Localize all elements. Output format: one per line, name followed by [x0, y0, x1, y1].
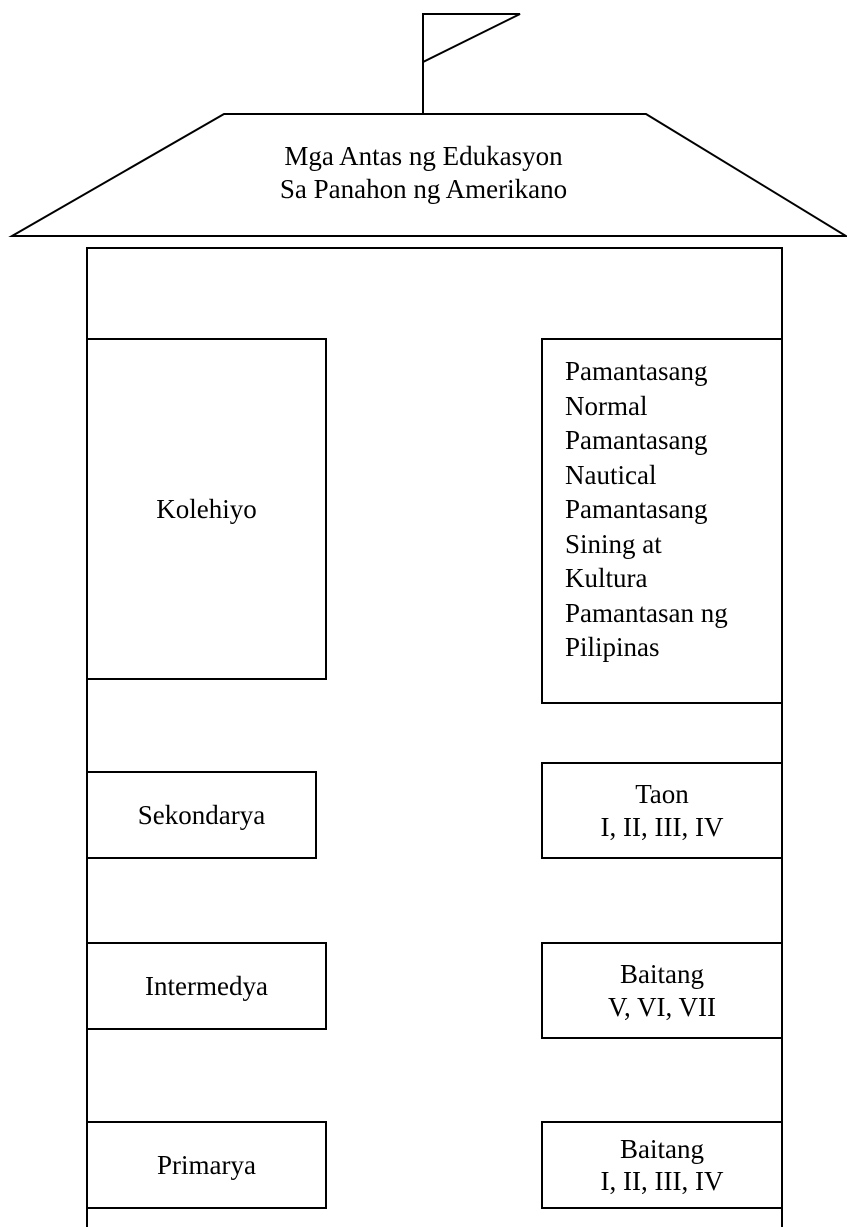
level-sekondarya-label: Sekondarya	[137, 799, 266, 830]
detail-kolehiyo-line: Nautical	[565, 459, 657, 490]
title-line-2: Sa Panahon ng Amerikano	[279, 174, 568, 205]
detail-kolehiyo-line: Pamantasang	[565, 494, 708, 525]
level-sekondarya-box: Sekondarya	[86, 771, 317, 859]
detail-primarya-line: Baitang	[620, 1133, 704, 1164]
detail-kolehiyo-line: Pamantasan ng	[565, 597, 728, 628]
level-kolehiyo-label: Kolehiyo	[156, 493, 257, 524]
level-intermedya-label: Intermedya	[145, 970, 268, 1001]
detail-kolehiyo-line: Sining at	[565, 528, 662, 559]
detail-kolehiyo-line: Pilipinas	[565, 632, 660, 663]
detail-kolehiyo-box: Pamantasang Normal Pamantasang Nautical …	[541, 338, 783, 704]
detail-sekondarya-box: Taon I, II, III, IV	[541, 762, 783, 859]
detail-kolehiyo-line: Pamantasang	[565, 356, 708, 386]
detail-primarya-box: Baitang I, II, III, IV	[541, 1121, 783, 1209]
diagram-title: Mga Antas ng Edukasyon Sa Panahon ng Ame…	[170, 140, 677, 206]
level-primarya-box: Primarya	[86, 1121, 327, 1209]
flag-icon	[422, 13, 521, 64]
building-walls	[86, 247, 783, 1227]
detail-intermedya-line: V, VI, VII	[607, 991, 716, 1022]
detail-kolehiyo-line: Pamantasang	[565, 425, 708, 456]
detail-primarya-line: I, II, III, IV	[600, 1166, 724, 1196]
detail-kolehiyo-list: Pamantasang Normal Pamantasang Nautical …	[565, 354, 728, 665]
detail-intermedya-box: Baitang V, VI, VII	[541, 942, 783, 1039]
detail-intermedya-line: Baitang	[620, 959, 704, 990]
title-line-1: Mga Antas ng Edukasyon	[284, 141, 563, 171]
detail-kolehiyo-line: Normal	[565, 390, 648, 421]
level-intermedya-box: Intermedya	[86, 942, 327, 1030]
detail-kolehiyo-line: Kultura	[565, 563, 648, 594]
level-primarya-label: Primarya	[157, 1149, 256, 1180]
level-kolehiyo-box: Kolehiyo	[86, 338, 327, 680]
detail-sekondarya-line: I, II, III, IV	[600, 811, 724, 842]
roof	[8, 113, 847, 237]
detail-sekondarya-line: Taon	[635, 779, 689, 810]
